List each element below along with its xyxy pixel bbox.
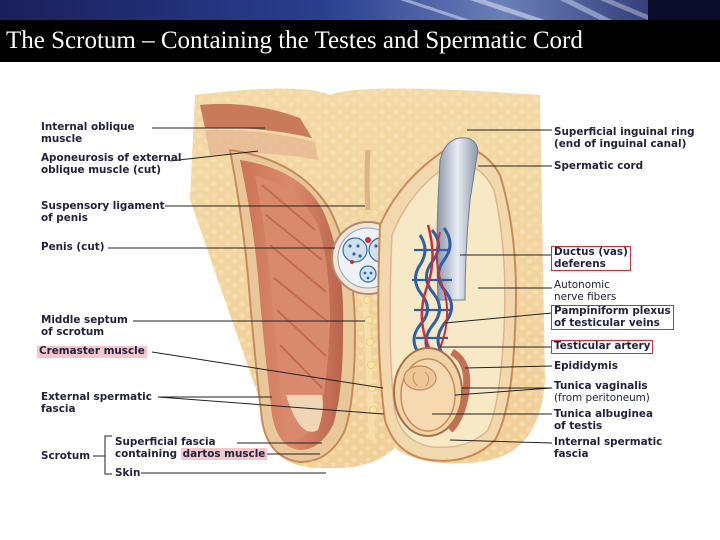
- suspensory-ligament: [364, 149, 371, 211]
- label-tunica-albuginea: Tunica albuginea of testis: [554, 408, 653, 432]
- label-tunica-vaginalis: Tunica vaginalis: [554, 380, 648, 392]
- label-superficial-fascia-containing: containing dartos muscle: [115, 448, 268, 461]
- label-suspensory-ligament: Suspensory ligament of penis: [41, 200, 165, 224]
- label-pampiniform-plexus: Pampiniform plexus of testicular veins: [551, 305, 674, 330]
- leader-lines-right: [432, 129, 553, 444]
- label-external-spermatic: External spermatic fascia: [41, 391, 152, 415]
- label-containing: containing: [115, 448, 178, 460]
- epididymis: [447, 348, 471, 433]
- label-dartos-muscle: dartos muscle: [180, 448, 268, 460]
- label-scrotum: Scrotum: [41, 450, 91, 462]
- title-bar: The Scrotum – Containing the Testes and …: [0, 0, 720, 62]
- label-superficial-fascia: Superficial fascia: [115, 436, 216, 448]
- internal-oblique-muscle: [200, 103, 312, 138]
- label-superficial-inguinal-ring: Superficial inguinal ring (end of inguin…: [554, 126, 695, 150]
- label-ductus-deferens: Ductus (vas) deferens: [551, 246, 631, 271]
- leader-lines-left: [93, 127, 385, 475]
- label-autonomic-nerve-fibers: Autonomic nerve fibers: [554, 279, 617, 303]
- slide-title: The Scrotum – Containing the Testes and …: [6, 27, 583, 54]
- label-skin: Skin: [115, 467, 141, 479]
- label-spermatic-cord: Spermatic cord: [554, 160, 644, 172]
- banner-decoration: [0, 0, 720, 20]
- label-testicular-artery: Testicular artery: [551, 340, 654, 354]
- label-cremaster-muscle: Cremaster muscle: [37, 345, 147, 358]
- label-middle-septum: Middle septum of scrotum: [41, 314, 128, 338]
- testicular-artery-vessel: [420, 224, 434, 351]
- label-epididymis: Epididymis: [554, 360, 618, 372]
- label-aponeurosis: Aponeurosis of external oblique muscle (…: [41, 152, 182, 176]
- label-internal-oblique: Internal oblique muscle: [41, 121, 135, 145]
- label-internal-spermatic-fascia: Internal spermatic fascia: [554, 436, 663, 460]
- testis: [393, 347, 463, 437]
- label-penis: Penis (cut): [41, 241, 105, 253]
- label-from-peritoneum: (from peritoneum): [554, 392, 650, 404]
